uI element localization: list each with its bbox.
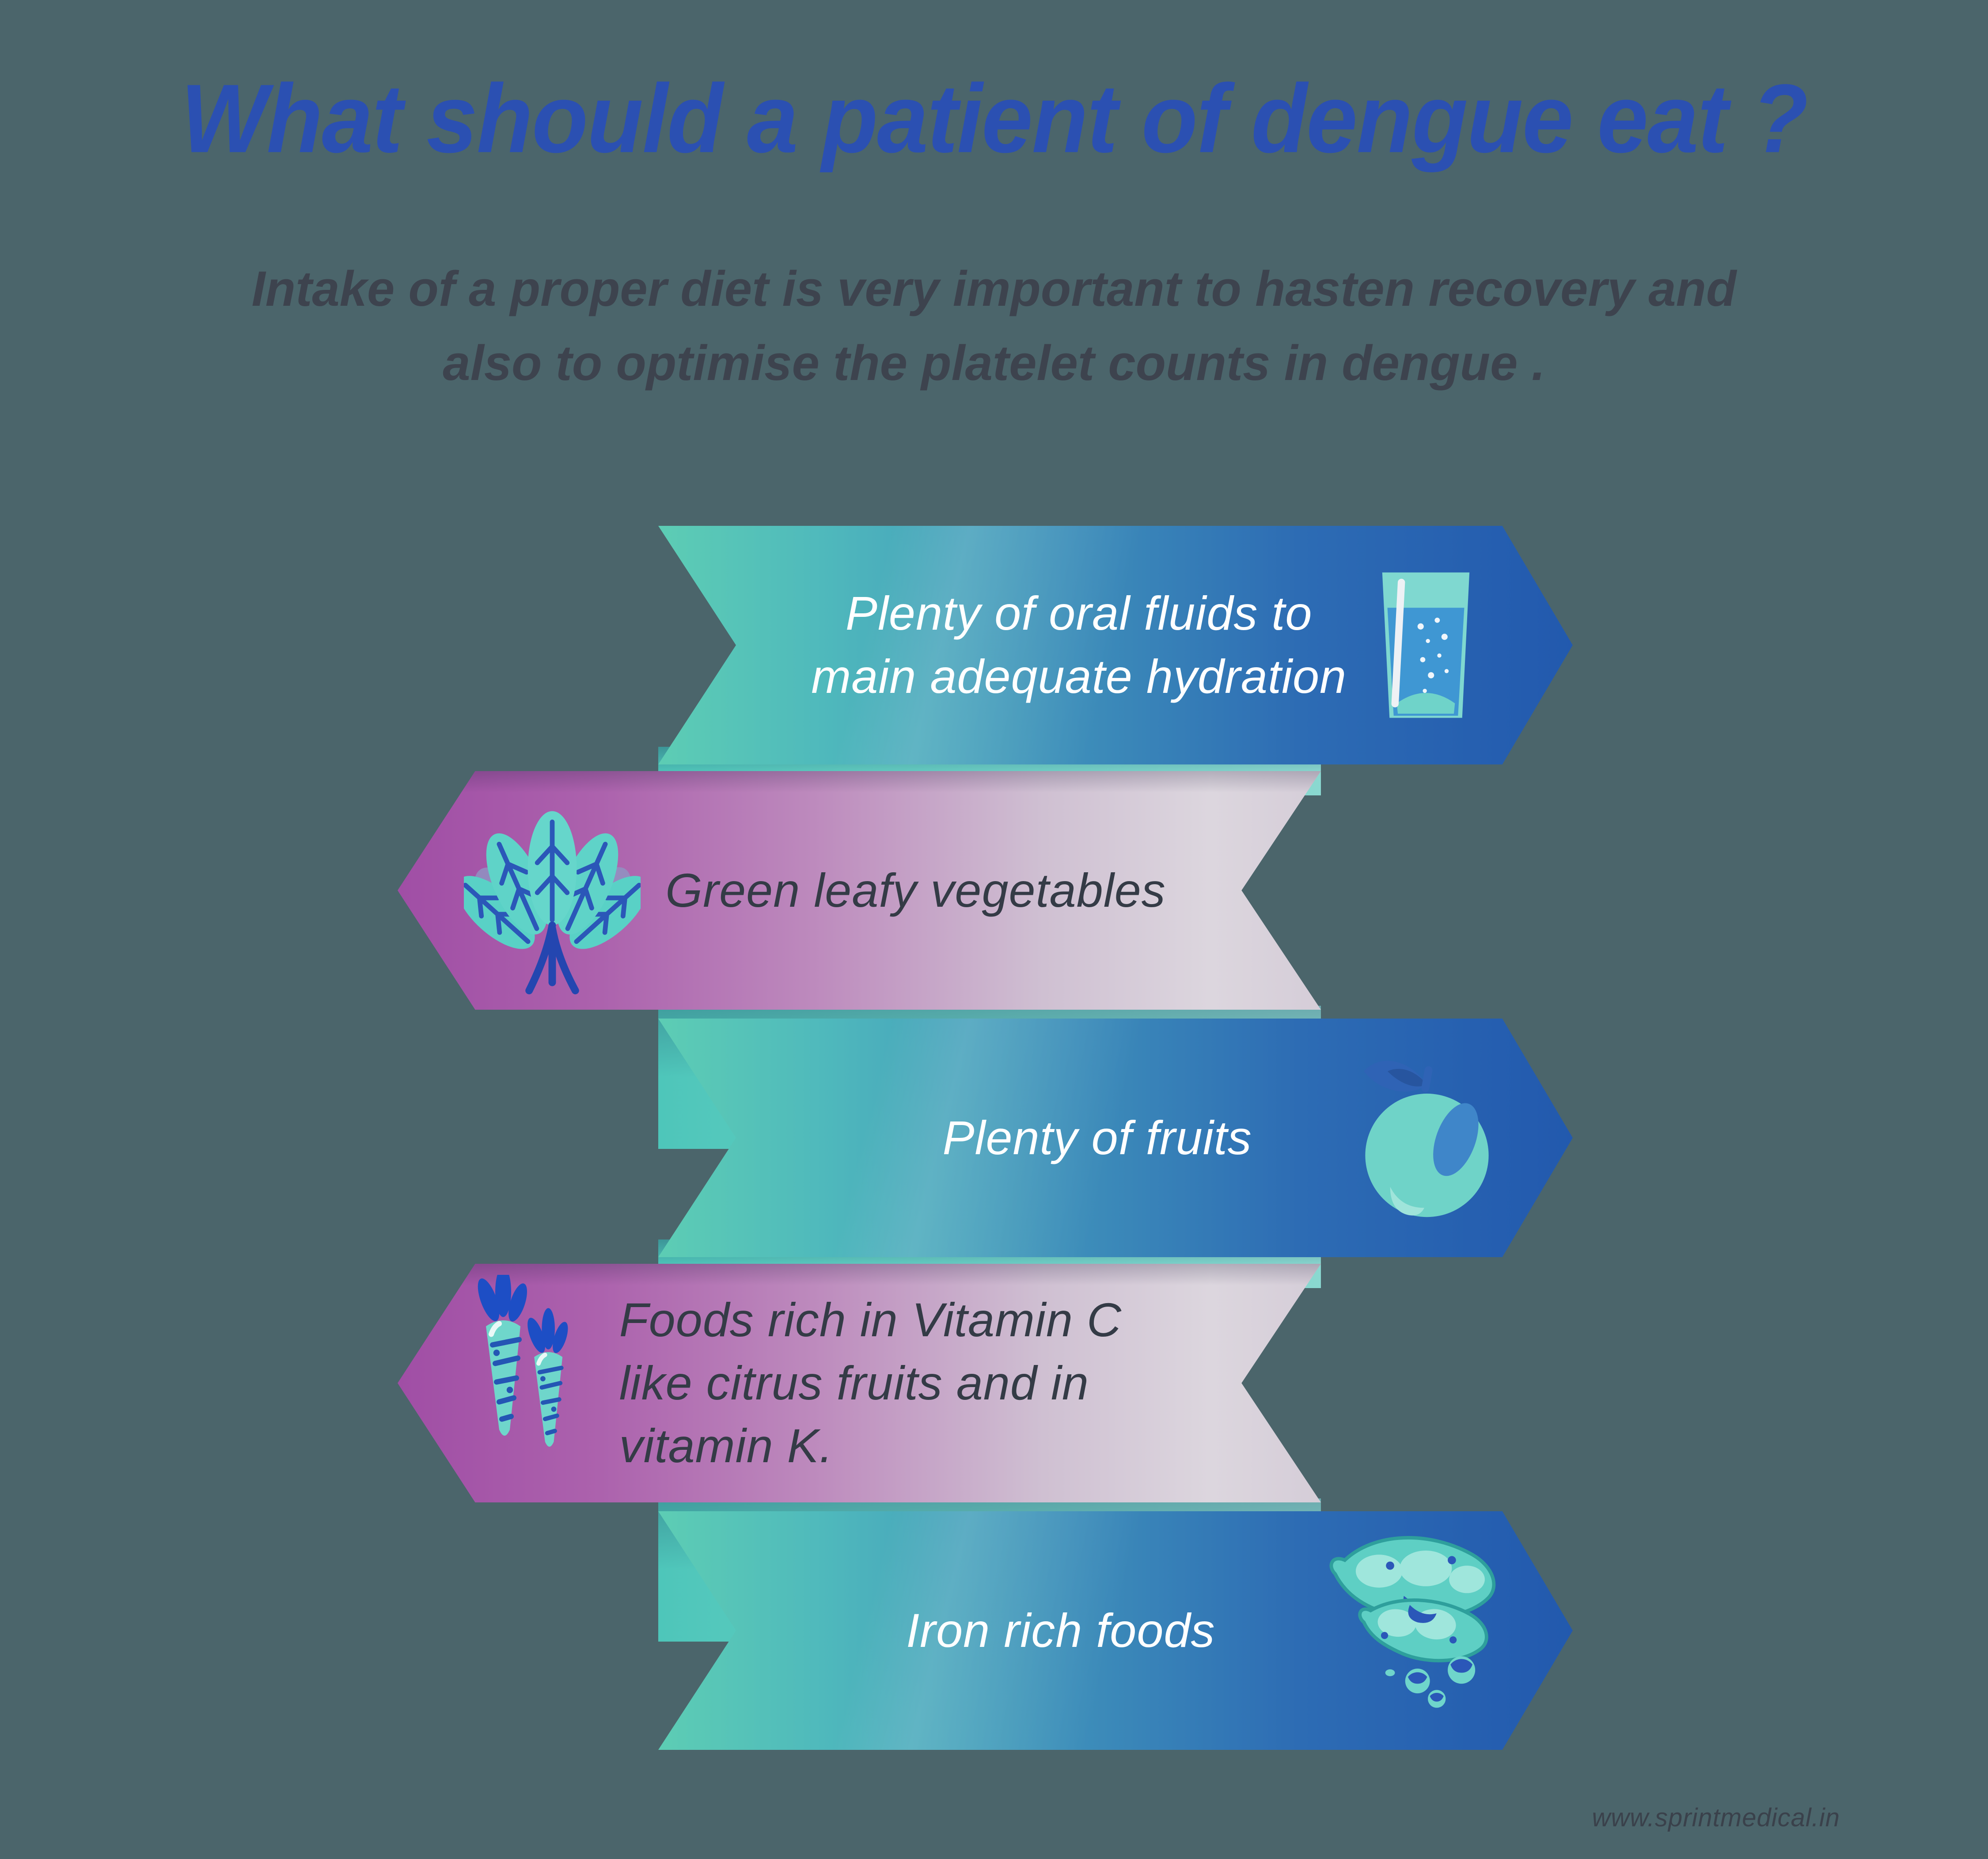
banner-iron-rich: Iron rich foods xyxy=(658,1511,1573,1750)
banner-fruits: Plenty of fruits xyxy=(658,1019,1573,1257)
leafy-vegetables-icon xyxy=(464,798,641,999)
website-url: www.sprintmedical.in xyxy=(1592,1803,1840,1832)
page-subtitle: Intake of a proper diet is very importan… xyxy=(0,252,1988,400)
water-glass-icon xyxy=(1374,568,1478,722)
banner-iron-rich-label: Iron rich foods xyxy=(906,1603,1215,1657)
banner-fruits-label: Plenty of fruits xyxy=(942,1110,1252,1164)
banner-vitamin-c: Foods rich in Vitamin C like citrus frui… xyxy=(398,1264,1321,1502)
banner-leafy-vegetables-label: Green leafy vegetables xyxy=(665,863,1166,917)
banner-leafy-vegetables: Green leafy vegetables xyxy=(398,771,1321,1010)
carrots-icon xyxy=(459,1275,592,1476)
subtitle-line-2: also to optimise the platelet counts in … xyxy=(443,335,1545,391)
subtitle-line-1: Intake of a proper diet is very importan… xyxy=(251,261,1737,316)
banner-oral-fluids-label: Plenty of oral fluids to main adequate h… xyxy=(811,586,1347,703)
banner-oral-fluids: Plenty of oral fluids to main adequate h… xyxy=(658,526,1573,764)
soybean-pods-icon xyxy=(1319,1518,1511,1712)
page-title: What should a patient of dengue eat ? xyxy=(181,65,1808,173)
fruit-icon xyxy=(1361,1045,1493,1226)
banner-vitamin-c-label: Foods rich in Vitamin C like citrus frui… xyxy=(619,1293,1122,1473)
